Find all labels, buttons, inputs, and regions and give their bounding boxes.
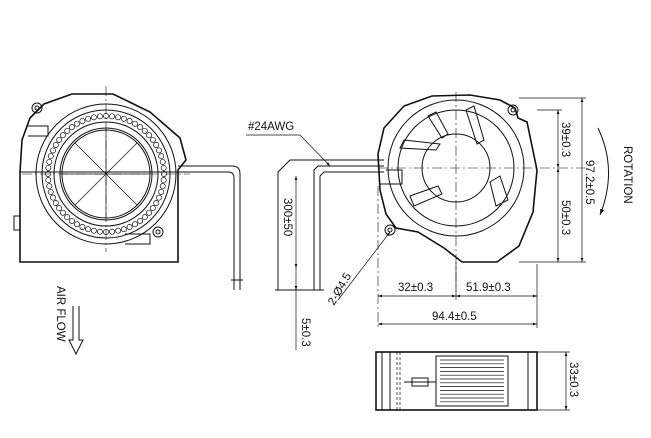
blade-tooth <box>79 224 86 230</box>
blade-tooth <box>156 147 162 154</box>
blade-tooth <box>50 194 56 201</box>
outlet-fins <box>440 359 504 403</box>
blade-tooth <box>158 188 165 195</box>
dim-97-label: 97.2±0.5 <box>583 160 595 205</box>
blade-tooth <box>47 153 54 160</box>
side-profile-view <box>375 351 570 411</box>
blade-tooth <box>146 132 153 139</box>
blade-tooth <box>126 224 133 230</box>
blade-tooth <box>90 114 97 121</box>
dim-32-label: 32±0.3 <box>398 282 433 294</box>
horizontal-dimensions <box>378 262 538 328</box>
blade-tooth <box>159 158 166 165</box>
blade-tooth <box>46 183 53 190</box>
lead-wires <box>246 134 384 350</box>
blade-tooth <box>120 115 127 122</box>
dim-39-label: 39±0.3 <box>559 122 571 157</box>
blade-tooth <box>115 227 122 234</box>
blade-tooth <box>45 177 52 184</box>
blade-tooth <box>52 142 59 148</box>
airflow-arrow-icon <box>68 306 84 356</box>
blade-tooth <box>115 114 122 121</box>
blade-tooth <box>90 227 97 234</box>
dim-33-label: 33±0.3 <box>567 362 579 397</box>
blade-tooth <box>50 147 56 154</box>
blade-tooth <box>160 177 167 184</box>
blade-tooth <box>96 113 103 120</box>
blade-tooth <box>141 127 148 134</box>
blade-tooth <box>146 209 153 216</box>
blade-tooth <box>109 113 116 120</box>
blade-tooth <box>137 217 144 224</box>
blade-tooth <box>156 194 162 201</box>
blade-tooth <box>159 183 166 190</box>
blade-tooth <box>59 209 66 216</box>
wire-gauge-label: #24AWG <box>248 121 294 133</box>
blade-tooth <box>149 136 156 143</box>
outlet-side-view <box>377 92 586 328</box>
lead-strip-label: 5±0.3 <box>299 318 311 347</box>
blade-tooth <box>132 221 138 228</box>
hole-callout-label: 2-Ø4.5 <box>326 271 354 307</box>
blade-tooth <box>132 120 138 127</box>
blade-tooth <box>59 132 66 139</box>
blade-tooth <box>153 200 160 206</box>
blade-tooth <box>126 118 133 124</box>
impeller-blades <box>45 113 167 235</box>
blade-tooth <box>79 118 86 124</box>
blade-tooth <box>74 221 80 228</box>
inlet-side-view <box>13 86 243 290</box>
blade-tooth <box>120 226 127 233</box>
blade-tooth <box>64 127 71 134</box>
vertical-dimensions <box>519 97 586 263</box>
blade-tooth <box>46 158 53 165</box>
blade-tooth <box>47 188 54 195</box>
blade-tooth <box>56 205 63 212</box>
blade-tooth <box>158 153 165 160</box>
blade-tooth <box>56 136 63 143</box>
blade-tooth <box>45 164 52 171</box>
lead-length-label: 300±50 <box>281 198 293 236</box>
blade-tooth <box>68 217 75 224</box>
blade-tooth <box>52 200 59 206</box>
blade-tooth <box>68 124 75 131</box>
blade-tooth <box>141 214 148 221</box>
dim-51-label: 51.9±0.3 <box>466 282 511 294</box>
blade-tooth <box>153 142 160 148</box>
blade-tooth <box>85 226 92 233</box>
airflow-label: AIR FLOW <box>54 286 66 342</box>
blade-tooth <box>64 214 71 221</box>
rotation-label: ROTATION <box>621 146 633 204</box>
rotation-arrow-icon <box>597 127 609 216</box>
blade-tooth <box>85 115 92 122</box>
dim-94-label: 94.4±0.5 <box>432 311 477 323</box>
blade-tooth <box>149 205 156 212</box>
dim-50-label: 50±0.3 <box>559 200 571 235</box>
blade-tooth <box>160 164 167 171</box>
blade-tooth <box>74 120 80 127</box>
blade-tooth <box>137 124 144 131</box>
blade-tooth <box>109 228 116 235</box>
blade-tooth <box>96 228 103 235</box>
